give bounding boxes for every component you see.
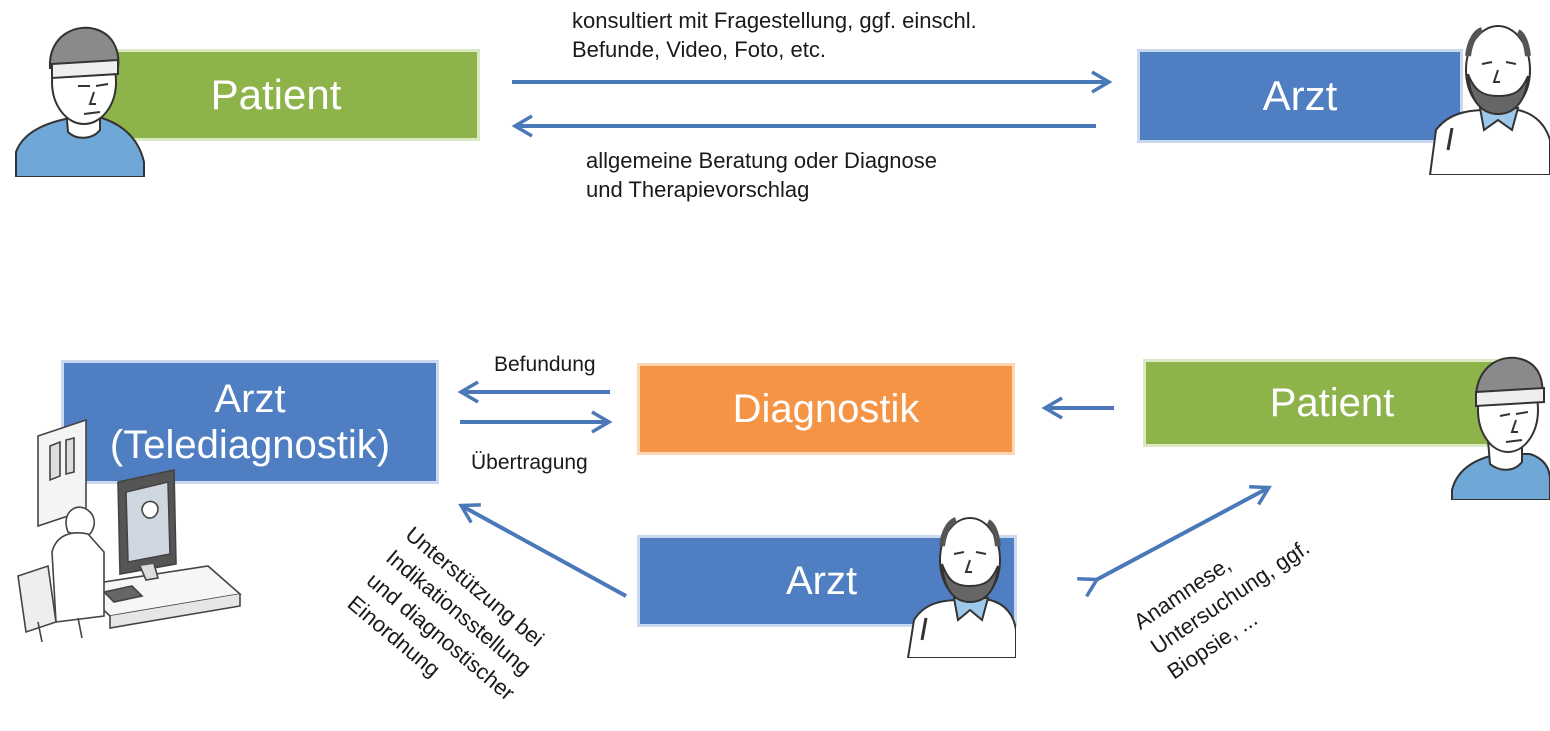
advice-label-line-1: allgemeine Beratung oder Diagnose xyxy=(586,148,938,173)
arrow-arzt-patient-bidirectional xyxy=(1077,484,1272,598)
uebertragung-label: Übertragung xyxy=(471,451,588,474)
patient-head-icon xyxy=(15,26,145,177)
patient-head-icon xyxy=(1451,356,1550,500)
doctor-head-icon xyxy=(1428,25,1550,175)
top-arzt-label: Arzt xyxy=(1262,72,1338,119)
advice-label: allgemeine Beratung oder Diagnose und Th… xyxy=(586,146,937,204)
tele-arzt-label-line-1: Arzt xyxy=(214,377,286,421)
consult-label: konsultiert mit Fragestellung, ggf. eins… xyxy=(572,6,977,64)
advice-label-line-2: und Therapievorschlag xyxy=(586,177,810,202)
tele-arzt-label-line-2: (Telediagnostik) xyxy=(109,423,391,467)
consult-label-line-2: Befunde, Video, Foto, etc. xyxy=(572,37,826,62)
top-patient-label: Patient xyxy=(210,71,342,118)
arrow-arzt-to-tele xyxy=(458,503,627,598)
bottom-patient-box: Patient xyxy=(1146,362,1518,444)
diagnostik-box: Diagnostik xyxy=(640,366,1012,452)
tele-arzt-box: Arzt (Telediagnostik) xyxy=(64,363,436,481)
diagnostik-label: Diagnostik xyxy=(732,386,920,431)
doctor-head-icon xyxy=(906,517,1016,658)
bottom-patient-label: Patient xyxy=(1269,380,1395,425)
top-arzt-box: Arzt xyxy=(1140,52,1460,140)
consult-label-line-1: konsultiert mit Fragestellung, ggf. eins… xyxy=(572,8,977,33)
telediagnostics-workstation-icon xyxy=(17,418,242,642)
arrows-layer xyxy=(457,70,1272,598)
bottom-arzt-label: Arzt xyxy=(786,558,858,603)
top-patient-box: Patient xyxy=(75,52,477,138)
befundung-label: Befundung xyxy=(494,353,596,376)
